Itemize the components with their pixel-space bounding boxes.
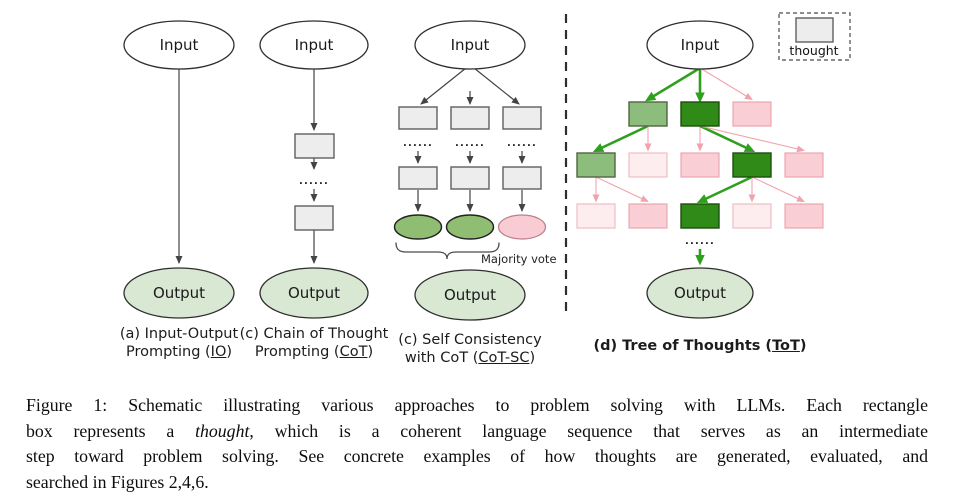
figure-caption-line4: searched in Figures 2,4,6. <box>26 471 209 492</box>
output-node <box>259 267 369 319</box>
caption-cot-line1: (c) Chain of Thought <box>239 326 389 342</box>
input-node <box>646 20 754 70</box>
link-cot-sc[interactable]: CoT-SC <box>478 350 530 366</box>
caption-cot-line2-post: ) <box>367 344 374 360</box>
output-label: Output <box>444 286 496 304</box>
tot-thought-boxes <box>576 101 824 229</box>
tot-thought-box <box>680 203 720 229</box>
figure-caption-line1: Figure 1: Schematic illustrating various… <box>26 395 928 415</box>
link-tot[interactable]: ToT <box>772 338 800 354</box>
caption-tot: (d) Tree of Thoughts (ToT) <box>550 337 850 355</box>
output-node <box>646 267 754 319</box>
tot-edge-green <box>699 124 756 152</box>
diagram-cot-sc: Input ...... ...... ...... Majority vote… <box>393 20 557 321</box>
output-label: Output <box>288 284 340 302</box>
majority-vote-label: Majority vote <box>481 252 557 266</box>
caption-cotsc-line2-post: ) <box>529 350 536 366</box>
caption-cot-line2-pre: Prompting ( <box>254 344 340 360</box>
legend-frame <box>778 12 851 61</box>
ellipsis-dots: ...... <box>685 236 715 247</box>
tot-edge-pink <box>699 67 753 101</box>
figure-caption-thought-italic: thought <box>195 420 250 441</box>
figure-caption-line2-pre: box represents a <box>26 420 196 441</box>
caption-io-line2-pre: Prompting ( <box>125 344 211 360</box>
tot-edge-green <box>645 66 701 102</box>
tot-edge-pink <box>595 176 649 202</box>
ellipsis-dots: ...... <box>507 138 537 149</box>
caption-io-line1: (a) Input-Output <box>119 326 239 342</box>
tot-thought-box <box>628 203 668 229</box>
diagram-io: Input Output <box>123 20 235 319</box>
input-label: Input <box>451 36 490 54</box>
legend-label: thought <box>789 43 838 58</box>
input-node <box>123 20 235 70</box>
diagram-canvas: Input Output Input ...... Output <box>123 12 851 321</box>
input-node <box>259 20 369 70</box>
tot-thought-box <box>628 101 668 127</box>
cotsc-result-nodes <box>393 214 547 240</box>
output-label: Output <box>153 284 205 302</box>
tot-thought-box <box>576 203 616 229</box>
thought-legend: thought <box>778 12 851 61</box>
ellipsis-dots: ...... <box>299 176 329 187</box>
ellipsis-dots: ...... <box>455 138 485 149</box>
input-node <box>414 20 526 70</box>
caption-cotsc-line2-pre: with CoT ( <box>404 350 479 366</box>
tot-thought-box <box>576 152 616 178</box>
tot-thought-box <box>628 152 668 178</box>
cotsc-result-node <box>445 214 495 240</box>
tot-thought-box <box>732 152 772 178</box>
ellipsis-dots: ...... <box>403 138 433 149</box>
figure-caption-line2-post: , which is a coherent language sequence … <box>249 420 928 441</box>
caption-io: (a) Input-Output Prompting (IO) <box>79 325 279 361</box>
cotsc-result-node <box>497 214 547 240</box>
diagram-tot: Input ...... Output thought <box>576 12 851 319</box>
input-label: Input <box>295 36 334 54</box>
input-label: Input <box>160 36 199 54</box>
tot-edge-green <box>696 175 753 203</box>
link-io[interactable]: IO <box>210 344 227 360</box>
figure-caption-line2: box represents a thought, which is a coh… <box>26 419 928 445</box>
thought-box <box>294 133 335 159</box>
output-label: Output <box>674 284 726 302</box>
diagram-cot: Input ...... Output <box>259 20 369 319</box>
input-label: Input <box>681 36 720 54</box>
link-cot[interactable]: CoT <box>339 344 368 360</box>
tot-thought-box <box>680 152 720 178</box>
tot-edges <box>592 66 805 203</box>
majority-brace <box>395 242 500 260</box>
cotsc-thought-boxes <box>398 106 542 190</box>
tot-thought-box <box>784 152 824 178</box>
tot-edge-green <box>592 124 649 152</box>
tot-edge-pink <box>699 125 805 153</box>
caption-tot-post: ) <box>799 338 807 354</box>
tot-thought-box <box>732 101 772 127</box>
caption-cotsc-line1: (c) Self Consistency <box>398 332 542 348</box>
output-node <box>123 267 235 319</box>
cotsc-arrows <box>414 67 526 212</box>
figure-caption-line3: step toward problem solving. See concret… <box>26 446 928 466</box>
legend-thought-box <box>795 17 834 43</box>
tot-thought-box <box>784 203 824 229</box>
caption-cot-sc: (c) Self Consistency with CoT (CoT-SC) <box>370 331 570 367</box>
tot-edge-pink <box>751 176 805 202</box>
thought-box <box>294 205 334 231</box>
cotsc-result-node <box>393 214 443 240</box>
caption-tot-pre: (d) Tree of Thoughts ( <box>593 338 773 354</box>
figure-caption: Figure 1: Schematic illustrating various… <box>26 393 928 495</box>
caption-io-line2-post: ) <box>226 344 233 360</box>
tot-thought-box <box>680 101 720 127</box>
caption-cot: (c) Chain of Thought Prompting (CoT) <box>214 325 414 361</box>
output-node <box>414 269 526 321</box>
tot-thought-box <box>732 203 772 229</box>
